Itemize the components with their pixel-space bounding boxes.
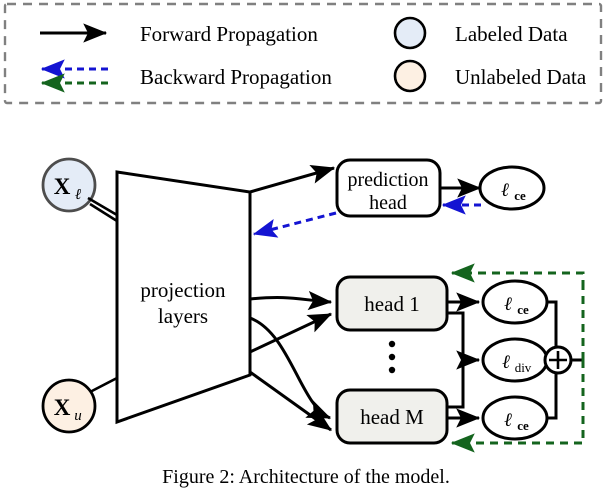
legend-border <box>3 2 603 105</box>
edge-headM-to-loss-div <box>447 360 465 409</box>
legend-labeled-label: Labeled Data <box>455 22 568 46</box>
edge-labeled-to-encoder-a <box>87 196 118 217</box>
projection-layers-trapezoid <box>115 170 252 425</box>
prediction-head-box <box>335 158 442 218</box>
edge-labeled-to-encoder-b <box>89 202 118 223</box>
input-unlabeled-label: X <box>54 395 71 420</box>
head-1-box <box>335 275 449 332</box>
loss-div-subscript: div <box>515 360 532 375</box>
heads-ellipsis-icon <box>388 340 396 374</box>
figure-caption: Figure 2: Architecture of the model. <box>162 466 450 488</box>
prediction-head-label-line1: prediction <box>347 169 428 191</box>
loss-ce-supervised-subscript: ce <box>514 188 526 203</box>
legend-panel: Forward Propagation Backward Propagation… <box>3 2 603 105</box>
edge-encoder-to-head1-a <box>249 290 333 311</box>
loss-ce-headM-ellipse <box>481 395 549 441</box>
projection-layers-label-line1: projection <box>140 278 226 302</box>
edge-encoder-to-prediction-head <box>249 165 336 194</box>
loss-div-symbol: ℓ <box>502 352 510 373</box>
head-M-box <box>335 388 449 445</box>
input-unlabeled-circle <box>41 378 97 434</box>
edge-encoder-to-head1-b <box>249 312 333 354</box>
edge-unlabeled-to-encoder <box>89 376 118 394</box>
backward-green-edge-to-head1 <box>450 263 585 288</box>
legend-labeled-circle-icon <box>393 16 427 50</box>
loss-ce-supervised-ellipse <box>478 165 546 211</box>
legend-unlabeled-circle-icon <box>393 59 427 93</box>
loss-ce-head1-subscript: ce <box>517 302 529 317</box>
edge-head1-to-loss-div <box>447 311 481 370</box>
input-labeled-circle <box>41 157 97 213</box>
backward-green-edge-to-headM <box>450 360 585 453</box>
head-M-label: head M <box>360 405 424 429</box>
backward-edge-prediction-head-to-encoder <box>252 211 337 238</box>
loss-ce-head1-ellipse <box>481 279 549 325</box>
legend-backward-label: Backward Propagation <box>140 65 332 89</box>
input-labeled-label: X <box>54 174 71 199</box>
prediction-head-label-line2: head <box>369 192 407 214</box>
legend-unlabeled-label: Unlabeled Data <box>455 65 587 89</box>
loss-ce-supervised-symbol: ℓ <box>501 180 509 201</box>
loss-ce-headM-symbol: ℓ <box>504 410 512 431</box>
input-labeled-subscript: ℓ <box>75 187 81 203</box>
projection-layers-label-line2: layers <box>158 304 208 328</box>
edge-loss-ce-head1-to-sum <box>547 300 558 360</box>
edge-loss-ce-headM-to-sum <box>547 360 558 420</box>
loss-ce-headM-subscript: ce <box>517 418 529 433</box>
head-1-label: head 1 <box>364 292 419 316</box>
edge-encoder-to-headM-b <box>249 370 332 432</box>
legend-forward-label: Forward Propagation <box>140 22 318 46</box>
input-unlabeled-subscript: u <box>74 408 82 424</box>
loss-ce-head1-symbol: ℓ <box>504 294 512 315</box>
